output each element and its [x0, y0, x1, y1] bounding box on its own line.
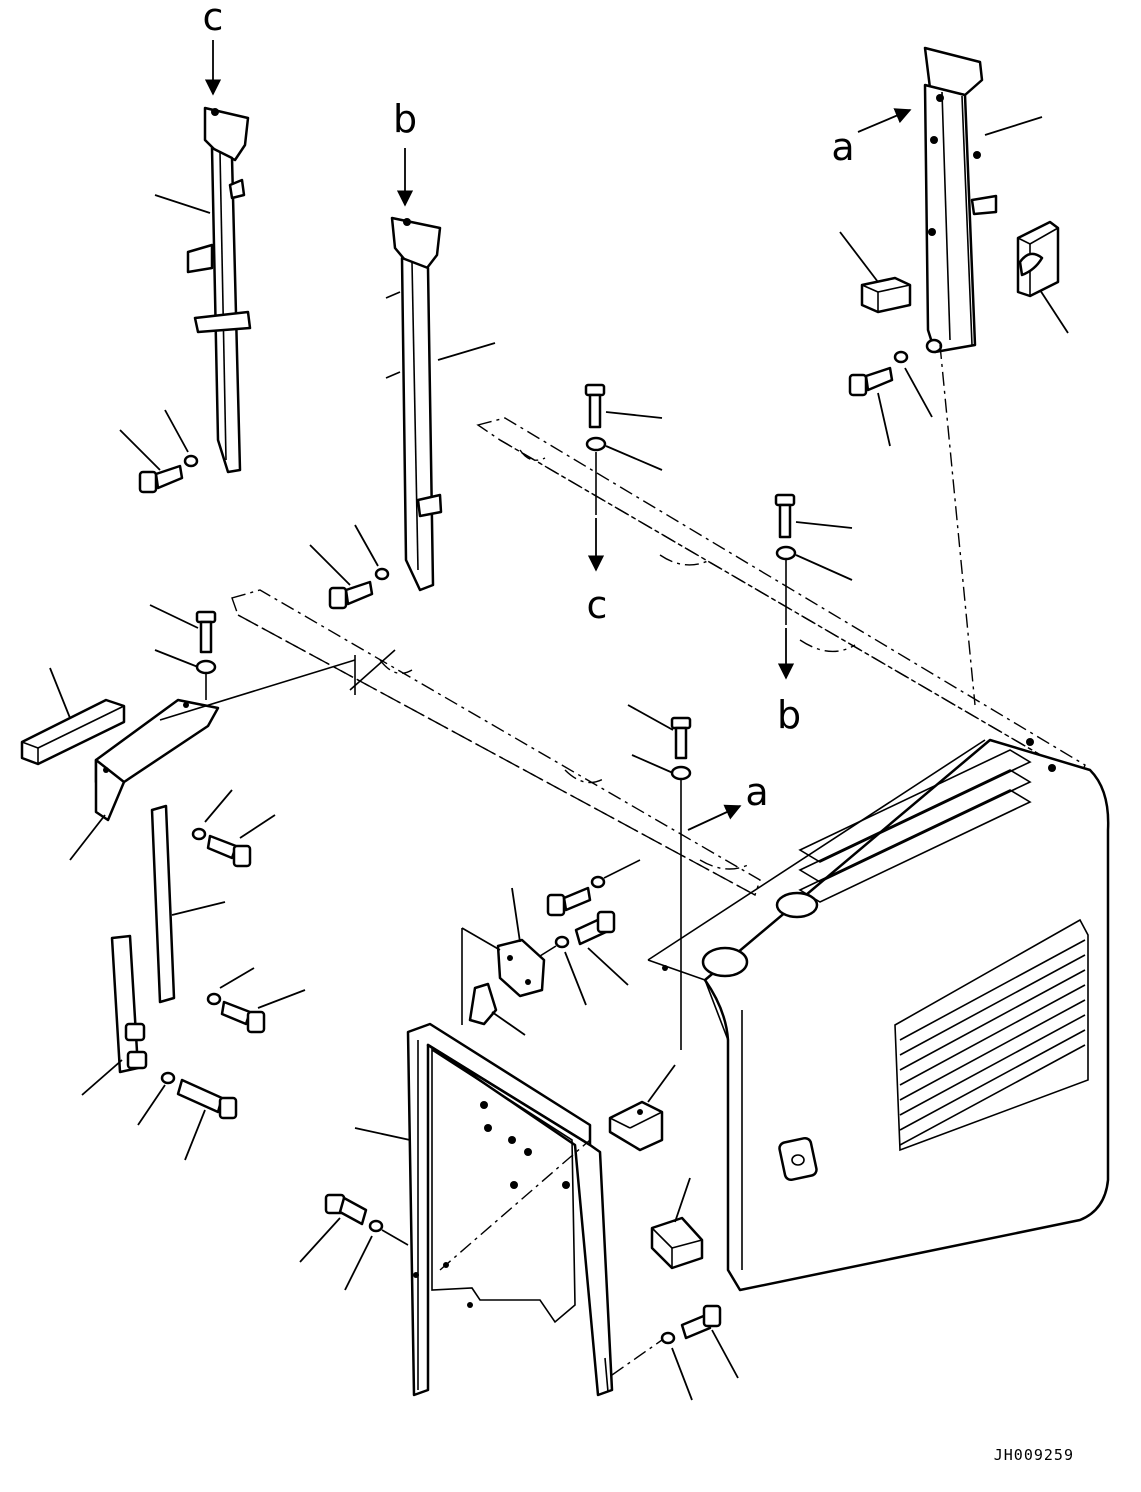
lower-right-block-bottom [650, 1216, 704, 1270]
left-bracket-bolt-top [195, 610, 217, 675]
middle-column-bolt [328, 567, 390, 610]
view-arrow-b-mid: b [777, 628, 801, 737]
rail-bolt-b [774, 493, 797, 561]
right-notched-block [1016, 220, 1060, 298]
left-mount-bracket [94, 698, 220, 822]
view-arrow-a-top: a [831, 108, 912, 169]
view-label-a-top: a [831, 125, 854, 169]
middle-column-bracket [385, 216, 443, 592]
right-pad-block [860, 276, 912, 314]
left-strap-bolt-lower [206, 992, 266, 1034]
lower-right-bolt [660, 1304, 722, 1345]
left-column-bolt [138, 454, 199, 494]
right-column-bolt [848, 350, 909, 397]
left-post-bracket [110, 934, 148, 1074]
left-post-bolt [160, 1071, 238, 1120]
lower-right-block-top [608, 1100, 664, 1152]
view-arrow-a-mid: a [687, 770, 769, 831]
left-column-bracket [186, 106, 252, 474]
center-clip-plate [468, 982, 498, 1026]
cab-body-housing [647, 738, 1110, 1292]
lower-rail-phantom [231, 589, 761, 897]
view-arrow-c-top: c [203, 0, 224, 96]
view-label-c-mid: c [587, 583, 608, 627]
center-bolt-mid [546, 875, 606, 917]
center-bolt-top [670, 716, 692, 781]
view-label-c-top: c [203, 0, 224, 39]
center-small-bracket [496, 938, 546, 998]
view-label-a-mid: a [745, 770, 768, 814]
left-spacer-bar [20, 698, 126, 766]
lower-frame-pillar [406, 1022, 614, 1397]
view-arrow-c-mid: c [587, 518, 608, 627]
left-vertical-strap [150, 804, 176, 1004]
view-label-b-mid: b [777, 693, 801, 737]
lower-frame-bolt-left [324, 1193, 384, 1233]
center-bolt-right [554, 910, 616, 949]
view-label-b-top: b [393, 97, 417, 141]
view-arrow-b-top: b [393, 97, 417, 207]
drawing-code: JH009259 [994, 1446, 1074, 1464]
right-column-bracket [923, 46, 998, 354]
rail-bolt-c [584, 383, 607, 452]
left-strap-bolt-upper [191, 827, 252, 868]
